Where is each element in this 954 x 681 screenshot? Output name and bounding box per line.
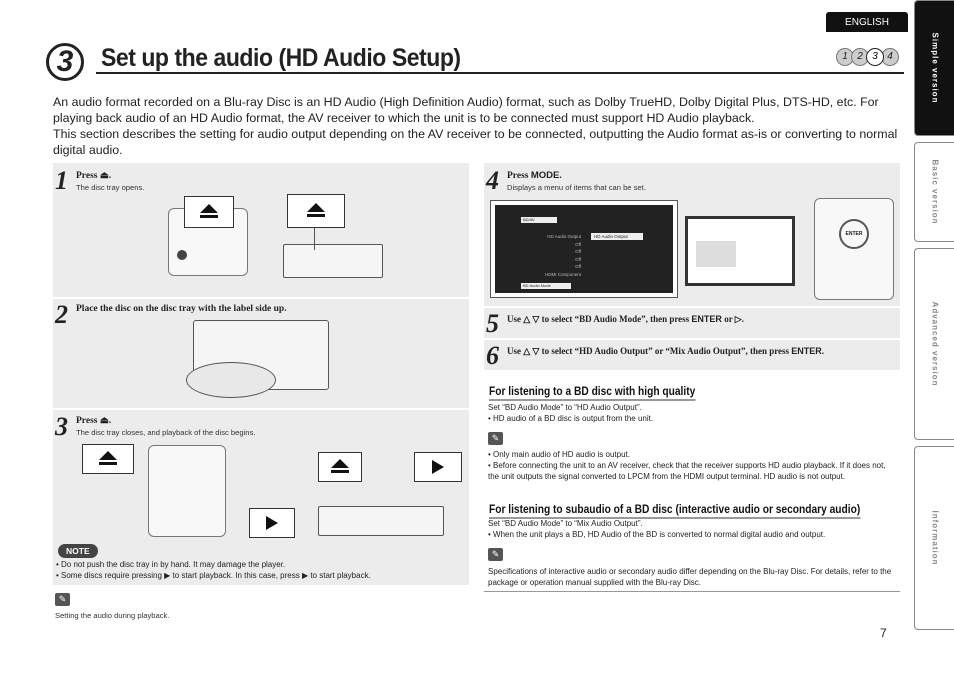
sub-section-body: Set “BD Audio Mode” to “Mix Audio Output… [488, 519, 826, 539]
play-button-callout [249, 508, 295, 538]
eject-button-callout-4 [318, 452, 362, 482]
remote-illustration [168, 208, 248, 276]
note-list: • Do not push the disc tray in by hand. … [56, 559, 466, 581]
play-icon [432, 460, 444, 474]
step-indicator-3: 3 [866, 48, 884, 66]
menu-selected-option: HD Audio Output [591, 233, 643, 240]
eject-button-callout-2 [287, 194, 345, 228]
player-front-illustration-2 [318, 506, 444, 536]
step-4-action: Press MODE. [507, 170, 562, 181]
play-icon [266, 516, 278, 530]
tip-text: Setting the audio during playback. [55, 611, 170, 620]
step-6-panel [484, 340, 900, 370]
step-indicator-4: 4 [881, 48, 899, 66]
note-badge: NOTE [58, 544, 98, 558]
step-5-panel [484, 308, 900, 338]
tab-advanced-version[interactable]: Advanced version [914, 248, 954, 440]
intro-text: An audio format recorded on a Blu-ray Di… [53, 94, 903, 158]
step-4-number: 4 [486, 166, 499, 195]
sub-section-heading: For listening to subaudio of a BD disc (… [489, 502, 861, 519]
eject-button-callout-3 [82, 444, 134, 474]
step-1-desc: The disc tray opens. [76, 183, 145, 192]
remote-illustration-2 [148, 445, 226, 537]
disc-illustration [186, 362, 276, 398]
hd-section-body: Set “BD Audio Mode” to “HD Audio Output”… [488, 403, 654, 423]
step-5-number: 5 [486, 309, 499, 338]
sub-section-tip: Specifications of interactive audio or s… [488, 567, 892, 587]
step-2-number: 2 [55, 300, 68, 329]
eject-icon [200, 204, 218, 213]
step-3-number: 3 [55, 412, 68, 441]
tab-basic-version[interactable]: Basic version [914, 142, 954, 242]
step-5-action: Use △ ▽ to select “BD Audio Mode”, then … [507, 314, 744, 324]
tv-illustration [685, 216, 795, 286]
title-underline [96, 72, 904, 74]
section-number-circle: 3 [46, 43, 84, 81]
eject-remote-button [177, 250, 187, 260]
step-4-desc: Displays a menu of items that can be set… [507, 183, 646, 192]
player-front-illustration [283, 244, 383, 278]
page-number: 7 [880, 626, 887, 640]
step-1-number: 1 [55, 166, 68, 195]
eject-icon [307, 203, 325, 212]
page-title: Set up the audio (HD Audio Setup) [101, 44, 461, 72]
step-6-action: Use △ ▽ to select “HD Audio Output” or “… [507, 346, 825, 356]
hd-section-tips: • Only main audio of HD audio is output.… [488, 450, 886, 481]
step-6-number: 6 [486, 341, 499, 370]
step-2-action: Place the disc on the disc tray with the… [76, 304, 287, 314]
step-3-desc: The disc tray closes, and playback of th… [76, 428, 256, 437]
note-item-2: • Some discs require pressing ▶ to start… [56, 571, 371, 580]
step-1-action: Press ⏏. [76, 171, 112, 181]
eject-button-callout [184, 196, 234, 228]
pencil-tip-icon: ✎ [55, 593, 70, 606]
pencil-tip-icon: ✎ [488, 548, 503, 561]
intro-paragraph-1: An audio format recorded on a Blu-ray Di… [53, 95, 879, 125]
hd-section-heading: For listening to a BD disc with high qua… [489, 384, 696, 401]
eject-icon [331, 459, 349, 468]
play-button-callout-2 [414, 452, 462, 482]
step-indicator: 1 2 3 4 [836, 48, 900, 68]
tab-information[interactable]: Information [914, 446, 954, 630]
language-tab: ENGLISH [826, 12, 908, 32]
eject-icon [99, 451, 117, 460]
note-item-1: • Do not push the disc tray in by hand. … [56, 560, 286, 569]
intro-paragraph-2: This section describes the setting for a… [53, 127, 898, 157]
tab-simple-version[interactable]: Simple version [914, 0, 954, 136]
step-3-action: Press ⏏. [76, 416, 112, 426]
remote-illustration-3: ENTER [814, 198, 894, 300]
pencil-tip-icon: ✎ [488, 432, 503, 445]
